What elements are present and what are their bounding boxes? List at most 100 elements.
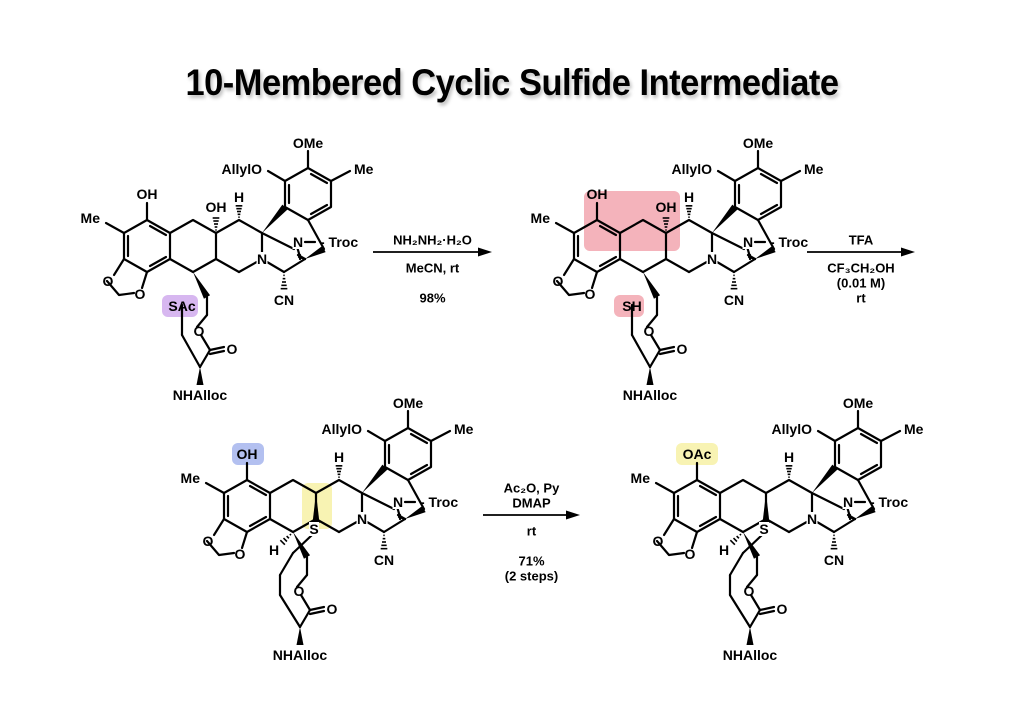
bond-allylo (366, 429, 387, 443)
bond (278, 593, 302, 629)
phenol-label: OH (137, 186, 158, 202)
cn-label: CN (824, 552, 844, 568)
wedge-bond (305, 245, 326, 259)
bond (260, 231, 296, 251)
bond (764, 517, 791, 534)
bond-o-ester (295, 573, 309, 589)
reagent-label: TFA (849, 233, 874, 248)
bond (360, 491, 396, 511)
cn-label: CN (374, 552, 394, 568)
bonds (204, 409, 452, 645)
hash-bond-cn (380, 534, 388, 550)
bond (649, 333, 662, 352)
hash-bond-cn (730, 274, 738, 290)
bond (314, 517, 341, 534)
bond-carbonyl (308, 605, 326, 612)
bond (756, 218, 776, 251)
reagent-label: DMAP (512, 496, 551, 511)
n-ring-label: N (707, 251, 717, 267)
bond (749, 593, 762, 612)
cn-label: CN (274, 292, 294, 308)
condition-label: 71% (518, 554, 544, 569)
bond (199, 333, 212, 352)
bond-o-ester (195, 313, 209, 329)
bond (112, 257, 126, 277)
allylo-label: AllylO (772, 421, 813, 437)
n-bridge-label: N (293, 234, 303, 250)
bond-me (329, 169, 352, 183)
bond (748, 608, 762, 629)
condition-label: 98% (419, 291, 445, 306)
oxygen-label: O (653, 533, 664, 549)
nhalloc-label: NHAlloc (623, 387, 678, 403)
condition-label: MeCN, rt (406, 261, 460, 276)
hash-bond-h (685, 205, 693, 218)
phenol-label: OH (237, 446, 258, 462)
me-label: Me (904, 421, 924, 437)
double-bond (859, 463, 879, 476)
bond-me (104, 221, 126, 235)
wedge-bond (262, 204, 288, 233)
bond-me (204, 481, 226, 495)
hash-bond-cn (280, 274, 288, 290)
o-ester-label: O (744, 583, 755, 599)
bond-me (429, 429, 452, 443)
hydroxyl-label: OH (206, 199, 227, 215)
reagent-label: NH₂NH₂·H₂O (393, 233, 472, 248)
double-bond (409, 463, 429, 476)
hash-bond-h (335, 465, 343, 478)
page-title: 10-Membered Cyclic Sulfide Intermediate (185, 62, 839, 103)
bond-me (654, 481, 676, 495)
phenol-label: OH (587, 186, 608, 202)
bonds (104, 149, 352, 385)
condition-label: CF₃CH₂OH (827, 261, 894, 276)
me-label: Me (454, 421, 474, 437)
ring-d (733, 166, 783, 222)
arrowhead-icon (478, 247, 492, 257)
ring-b (168, 218, 218, 274)
step-1: NH₂NH₂·H₂O MeCN, rt 98% (373, 233, 492, 306)
bond-me (554, 221, 576, 235)
n-bridge-label: N (843, 494, 853, 510)
bond-carbonyl (308, 609, 326, 616)
o-carbonyl-label: O (777, 601, 788, 617)
bond (728, 593, 752, 629)
hash-bond-h (785, 465, 793, 478)
ring-c (764, 478, 814, 534)
hash-bond-oh (212, 217, 220, 231)
n-bridge-label: N (393, 494, 403, 510)
troc-label: - Troc (420, 494, 458, 510)
h-label: H (234, 189, 244, 205)
bond-carbonyl (208, 345, 226, 352)
double-bond (309, 172, 329, 185)
bond (562, 257, 576, 277)
bond (856, 478, 876, 511)
methylene (655, 539, 686, 557)
nhalloc-label: NHAlloc (273, 647, 328, 663)
arrowhead-icon (566, 510, 580, 520)
ring-d (283, 166, 333, 222)
double-bond (598, 255, 618, 268)
double-bond (409, 432, 429, 445)
bond (278, 551, 295, 577)
double-bond (148, 224, 168, 237)
bond (728, 551, 745, 577)
h-label: H (784, 449, 794, 465)
nhalloc-label: NHAlloc (723, 647, 778, 663)
ring-d (833, 426, 883, 482)
thiol-label: SAc (168, 298, 195, 314)
ring-c (214, 218, 264, 274)
bond (664, 257, 691, 274)
n-ring-label: N (357, 511, 367, 527)
me-label: Me (631, 470, 651, 486)
condition-label: (0.01 M) (837, 276, 885, 291)
h-label: H (719, 542, 729, 558)
bond-s (741, 533, 764, 555)
o-carbonyl-label: O (677, 341, 688, 357)
hash-bond-oh (662, 217, 670, 231)
